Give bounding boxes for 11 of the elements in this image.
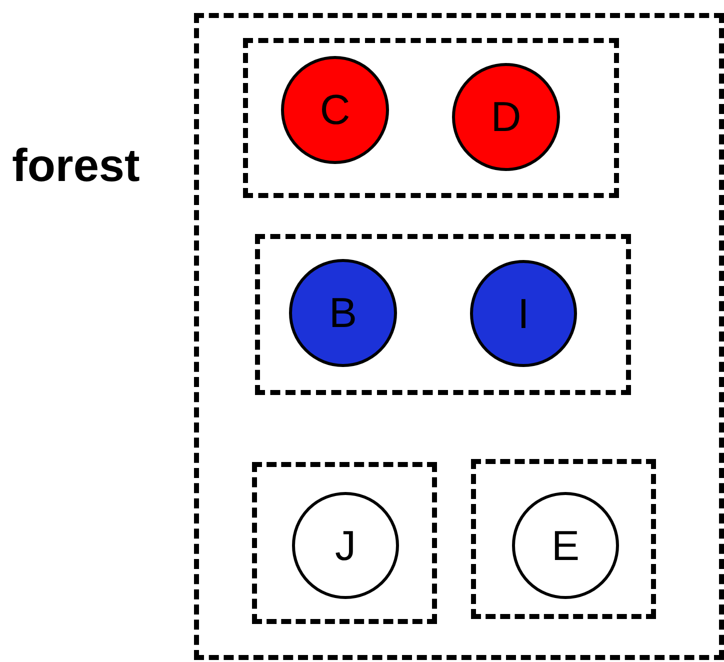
- node-label: D: [490, 96, 522, 138]
- group-heading: forest: [12, 138, 140, 192]
- group-box: [252, 462, 437, 624]
- group-box: [243, 38, 619, 198]
- node-label: E: [551, 524, 580, 566]
- group-box: [255, 234, 631, 395]
- node-label: B: [328, 292, 357, 334]
- node-label: C: [320, 89, 350, 131]
- group-box: [471, 459, 656, 619]
- node-label: I: [518, 292, 530, 334]
- node-label: J: [335, 524, 356, 566]
